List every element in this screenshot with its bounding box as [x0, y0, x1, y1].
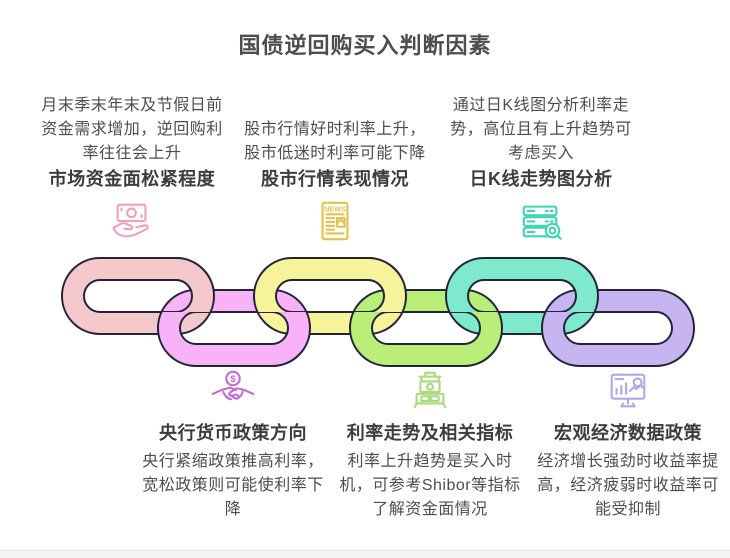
factor-description: 月末季末年末及节假日前资金需求增加，逆回购利率往往会上升 [41, 97, 223, 162]
news-icon-label: NEWS [324, 205, 346, 213]
chain-link-5 [538, 257, 600, 312]
factor-description: 利率上升趋势是买入时机，可参考Shibor等指标了解资金面情况 [339, 453, 521, 518]
factor-heading: 利率走势及相关指标 [346, 423, 514, 443]
dollar-glyph: $ [230, 374, 236, 385]
news-icon: NEWS [312, 198, 358, 244]
monitor-chart-icon [605, 368, 651, 414]
chain-link-1 [154, 257, 216, 312]
chain-link-6 [540, 289, 696, 367]
factor-market-liquidity: 月末季末年末及节假日前资金需求增加，逆回购利率往往会上升 市场资金面松紧程度 [39, 94, 225, 244]
factor-description: 经济增长强劲时收益率提高，经济疲弱时收益率可能受抑制 [537, 453, 719, 518]
factor-heading: 股市行情表现情况 [261, 169, 409, 189]
factor-daily-k-line: 通过日K线图分析利率走势，高位且有上升趋势可考虑买入 日K线走势图分析 [448, 94, 634, 244]
chain-graphic [60, 257, 696, 367]
factor-description: 通过日K线图分析利率走势，高位且有上升趋势可考虑买入 [450, 97, 632, 162]
factor-heading: 宏观经济数据政策 [554, 423, 702, 443]
server-search-icon [518, 198, 564, 244]
chain-link-4 [442, 312, 504, 367]
factor-stock-market: 股市行情好时利率上升，股市低迷时利率可能下降 股市行情表现情况 NEWS [242, 118, 428, 244]
money-in-hand-icon [109, 198, 155, 244]
factor-description: 股市行情好时利率上升，股市低迷时利率可能下降 [244, 121, 426, 162]
factor-rate-trend-indicators: 利率走势及相关指标 利率上升趋势是买入时机，可参考Shibor等指标了解资金面情… [337, 368, 523, 522]
page-title: 国债逆回购买入判断因素 [238, 33, 492, 58]
factor-central-bank-policy: $ 央行货币政策方向 央行紧缩政策推高利率，宽松政策则可能使利率下降 [140, 368, 326, 522]
factor-heading: 市场资金面松紧程度 [48, 169, 216, 189]
factor-heading: 日K线走势图分析 [469, 169, 613, 189]
factor-heading: 央行货币政策方向 [159, 423, 307, 443]
chain-link-2 [250, 312, 312, 367]
footer-bar [0, 550, 730, 558]
handshake-dollar-icon: $ [210, 368, 256, 414]
factor-macro-economic-data: 宏观经济数据政策 经济增长强劲时收益率提高，经济疲弱时收益率可能受抑制 [535, 368, 721, 522]
factor-description: 央行紧缩政策推高利率，宽松政策则可能使利率下降 [142, 453, 324, 518]
chain-link-3 [346, 257, 408, 312]
money-printer-icon [407, 368, 453, 414]
